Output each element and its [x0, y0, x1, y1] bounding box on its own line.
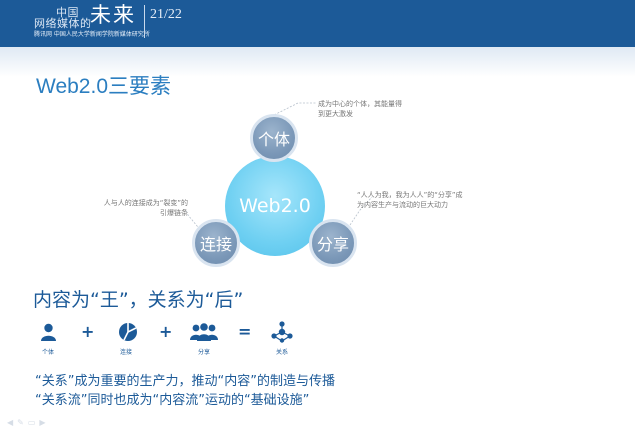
- node-sharing: 分享: [309, 219, 357, 267]
- label-relationship: 关系: [276, 349, 289, 356]
- statement-2: “关系流”同时也成为“内容流”运动的“基础设施”: [35, 393, 310, 408]
- pen-icon[interactable]: ✎: [17, 418, 28, 427]
- web20-center-circle: Web2.0: [225, 156, 325, 256]
- header-divider: [144, 5, 145, 38]
- prev-icon[interactable]: ◀: [7, 418, 18, 427]
- node-sharing-label: 分享: [316, 235, 349, 254]
- presentation-controls[interactable]: ◀✎▭▶: [7, 418, 50, 427]
- subheading: 内容为“王”，关系为“后”: [33, 289, 244, 311]
- plus-sign-2: +: [159, 322, 173, 341]
- equals-sign: =: [238, 322, 252, 341]
- label-connection: 连接: [120, 349, 133, 356]
- page-number: 21/22: [150, 7, 182, 22]
- brand-small-text: 中国 网络媒体的: [34, 6, 92, 30]
- header-bar: 中国 网络媒体的 未来 腾讯网 中国人民大学新闻学院新媒体研究所 21/22: [0, 0, 635, 47]
- slides-icon[interactable]: ▭: [27, 418, 40, 427]
- node-individual: 个体: [250, 114, 298, 162]
- person-icon: [41, 323, 56, 341]
- connect-icon: [119, 323, 137, 341]
- label-sharing: 分享: [198, 349, 211, 356]
- node-connection-label: 连接: [199, 235, 232, 254]
- note-connection: 人与人的连接成为“裂变”的引爆链条: [103, 199, 188, 217]
- plus-sign-1: +: [81, 322, 95, 341]
- note-individual: 成为中心的个体，其能量得到更大激发: [318, 100, 402, 118]
- statement-1: “关系”成为重要的生产力，推动“内容”的制造与传播: [35, 374, 335, 389]
- header-fade: [0, 47, 635, 77]
- web20-center-label: Web2.0: [239, 195, 311, 217]
- node-individual-label: 个体: [257, 130, 290, 149]
- network-icon: [271, 321, 293, 343]
- slide-title: Web2.0三要素: [36, 75, 171, 98]
- brand-subtitle: 腾讯网 中国人民大学新闻学院新媒体研究所: [34, 31, 150, 38]
- group-icon: [190, 323, 218, 341]
- note-sharing: “人人为我，我为人人”的“分享”成为内容生产与流动的巨大动力: [357, 191, 463, 209]
- label-individual: 个体: [42, 349, 55, 356]
- brand-logo-text: 未来: [90, 3, 136, 27]
- node-connection: 连接: [192, 219, 240, 267]
- next-icon[interactable]: ▶: [39, 418, 50, 427]
